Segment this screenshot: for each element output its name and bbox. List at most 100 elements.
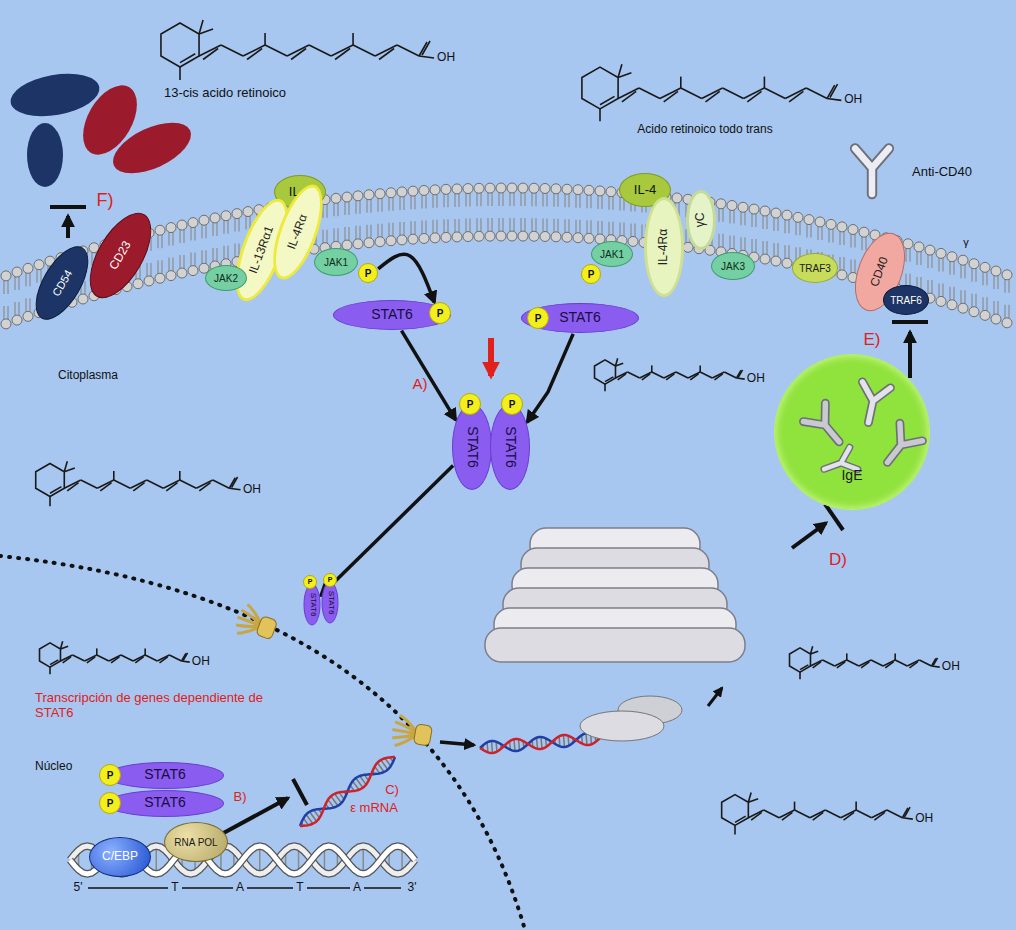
retinoic-acid-structure: [179, 471, 181, 480]
lipid-bilayer: [430, 233, 440, 243]
lipid-bilayer: [738, 202, 748, 212]
lipid-bilayer: [936, 248, 946, 258]
retinoic-acid-structure: [40, 641, 190, 674]
node-text: IL-4Rα: [657, 229, 670, 265]
lipid-bilayer: [232, 209, 242, 219]
node-text: RNA POL: [174, 837, 217, 848]
retinoic-acid-structure: [690, 374, 698, 380]
nucleic-acid-helix: [491, 741, 493, 753]
retinoic-acid-structure: [764, 77, 766, 88]
lipid-bilayer: [485, 231, 495, 241]
lipid-bilayer: [342, 192, 352, 202]
retinoic-acid-structure: [705, 91, 719, 101]
lipid-bilayer: [760, 206, 770, 216]
receptor-chain: γC: [686, 190, 716, 250]
lipid-bilayer: [331, 193, 341, 203]
nucleic-acid-helix: [480, 733, 600, 753]
retinoic-acid-structure: [40, 643, 61, 667]
lipid-bilayer: [958, 303, 968, 313]
retinoic-acid-structure: [179, 67, 181, 80]
lipid-bilayer: [947, 300, 957, 310]
node-text: IL-4Rα: [286, 213, 311, 252]
lipid-bilayer: [243, 207, 253, 217]
annotation-label: E): [864, 330, 881, 350]
phosphate-circle: P: [99, 764, 121, 786]
transcription-factor: STAT6: [304, 583, 321, 625]
lipid-bilayer: [1002, 318, 1012, 328]
retinoic-acid-structure: [615, 363, 623, 366]
retinoic-acid-structure: [844, 812, 855, 820]
lipid-bilayer: [177, 220, 187, 230]
retinoic-acid-structure: [353, 45, 375, 56]
lipid-bilayer: [859, 227, 869, 237]
lipid-bilayer: [980, 310, 990, 320]
retinoic-acid-structure: [680, 77, 682, 88]
retinoic-acid-structure: [111, 657, 119, 663]
nuclear-pore: [413, 724, 432, 746]
retinoic-acid-structure: [747, 91, 761, 101]
lipid-bilayer: [1, 319, 11, 329]
retinoic-acid-structure: [736, 378, 744, 379]
node-text: JAK1: [600, 249, 624, 260]
node-text: TRAF6: [890, 295, 922, 306]
lipid-bilayer: [727, 200, 737, 210]
annotation-label: C): [385, 783, 399, 798]
node-text: P: [437, 308, 444, 319]
free-receptors: [105, 112, 198, 184]
lipid-bilayer: [12, 315, 22, 325]
retinoic-acid-structure: [748, 799, 758, 803]
retinoic-acid-structure: [800, 665, 808, 670]
node-text: STAT6: [464, 426, 479, 468]
phosphate-circle: P: [99, 792, 121, 814]
lipid-bilayer: [837, 222, 847, 232]
retinoic-acid-structure: [734, 825, 736, 834]
retinoic-acid-structure: [599, 109, 601, 121]
annotation-label: 5': [74, 881, 83, 895]
retinoic-acid-structure: [96, 648, 98, 655]
annotation-label: 13-cis acido retinoico: [164, 86, 286, 101]
lipid-bilayer: [199, 215, 209, 225]
lipid-bilayer: [1, 183, 1012, 329]
dna-sequence-line: [182, 887, 233, 889]
retinoic-acid-structure: [50, 487, 61, 494]
transcription-factor: STAT6: [452, 404, 492, 490]
retinoic-acid-structure: [144, 648, 146, 655]
signal-arrow: [527, 334, 573, 422]
lipid-bilayer: [969, 307, 979, 317]
retinoic-acid-structure: [751, 812, 762, 820]
retinoic-acid-structure: [846, 653, 848, 660]
annotation-label: Anti-CD40: [912, 165, 972, 180]
nucleic-acid-helix: [563, 735, 565, 747]
phosphate-circle: P: [581, 264, 601, 284]
annotation-label: γ: [963, 236, 969, 249]
retinoic-acid-structure: [823, 660, 835, 666]
node-text: STAT6: [144, 767, 186, 782]
lipid-bilayer: [782, 210, 792, 220]
lipid-bilayer: [848, 225, 858, 235]
lipid-bilayer: [925, 245, 935, 255]
nuclear-pore: [256, 616, 278, 640]
retinoic-acid-structure: [738, 370, 742, 378]
lipid-bilayer: [529, 231, 539, 241]
retinoic-acid-structure: [885, 662, 893, 668]
lipid-bilayer: [474, 183, 484, 193]
annotation-label: B): [234, 790, 247, 805]
retinoic-acid-structure: [81, 480, 98, 488]
kinase-oval: JAK2: [205, 265, 247, 291]
retinoic-acid-structure: [63, 657, 71, 663]
node-text: P: [365, 268, 372, 279]
nucleic-acid-helix: [540, 737, 542, 749]
retinoic-acid-structure: [830, 84, 838, 97]
nucleic-acid-helix: [385, 758, 391, 766]
retinoic-acid-structure: [49, 497, 51, 507]
retinoic-acid-structure: [681, 88, 702, 98]
inhibition-symbol: [892, 320, 928, 324]
retinoic-acid-structure: [36, 464, 65, 497]
lipid-bilayer: [463, 232, 473, 242]
retinoic-acid-structure: [813, 812, 824, 820]
lipid-bilayer: [408, 234, 418, 244]
lipid-bilayer: [12, 267, 22, 277]
retinoic-acid-structure: [919, 660, 931, 666]
nucleic-acid-helix: [480, 735, 600, 753]
dna-sequence-line: [88, 887, 168, 889]
